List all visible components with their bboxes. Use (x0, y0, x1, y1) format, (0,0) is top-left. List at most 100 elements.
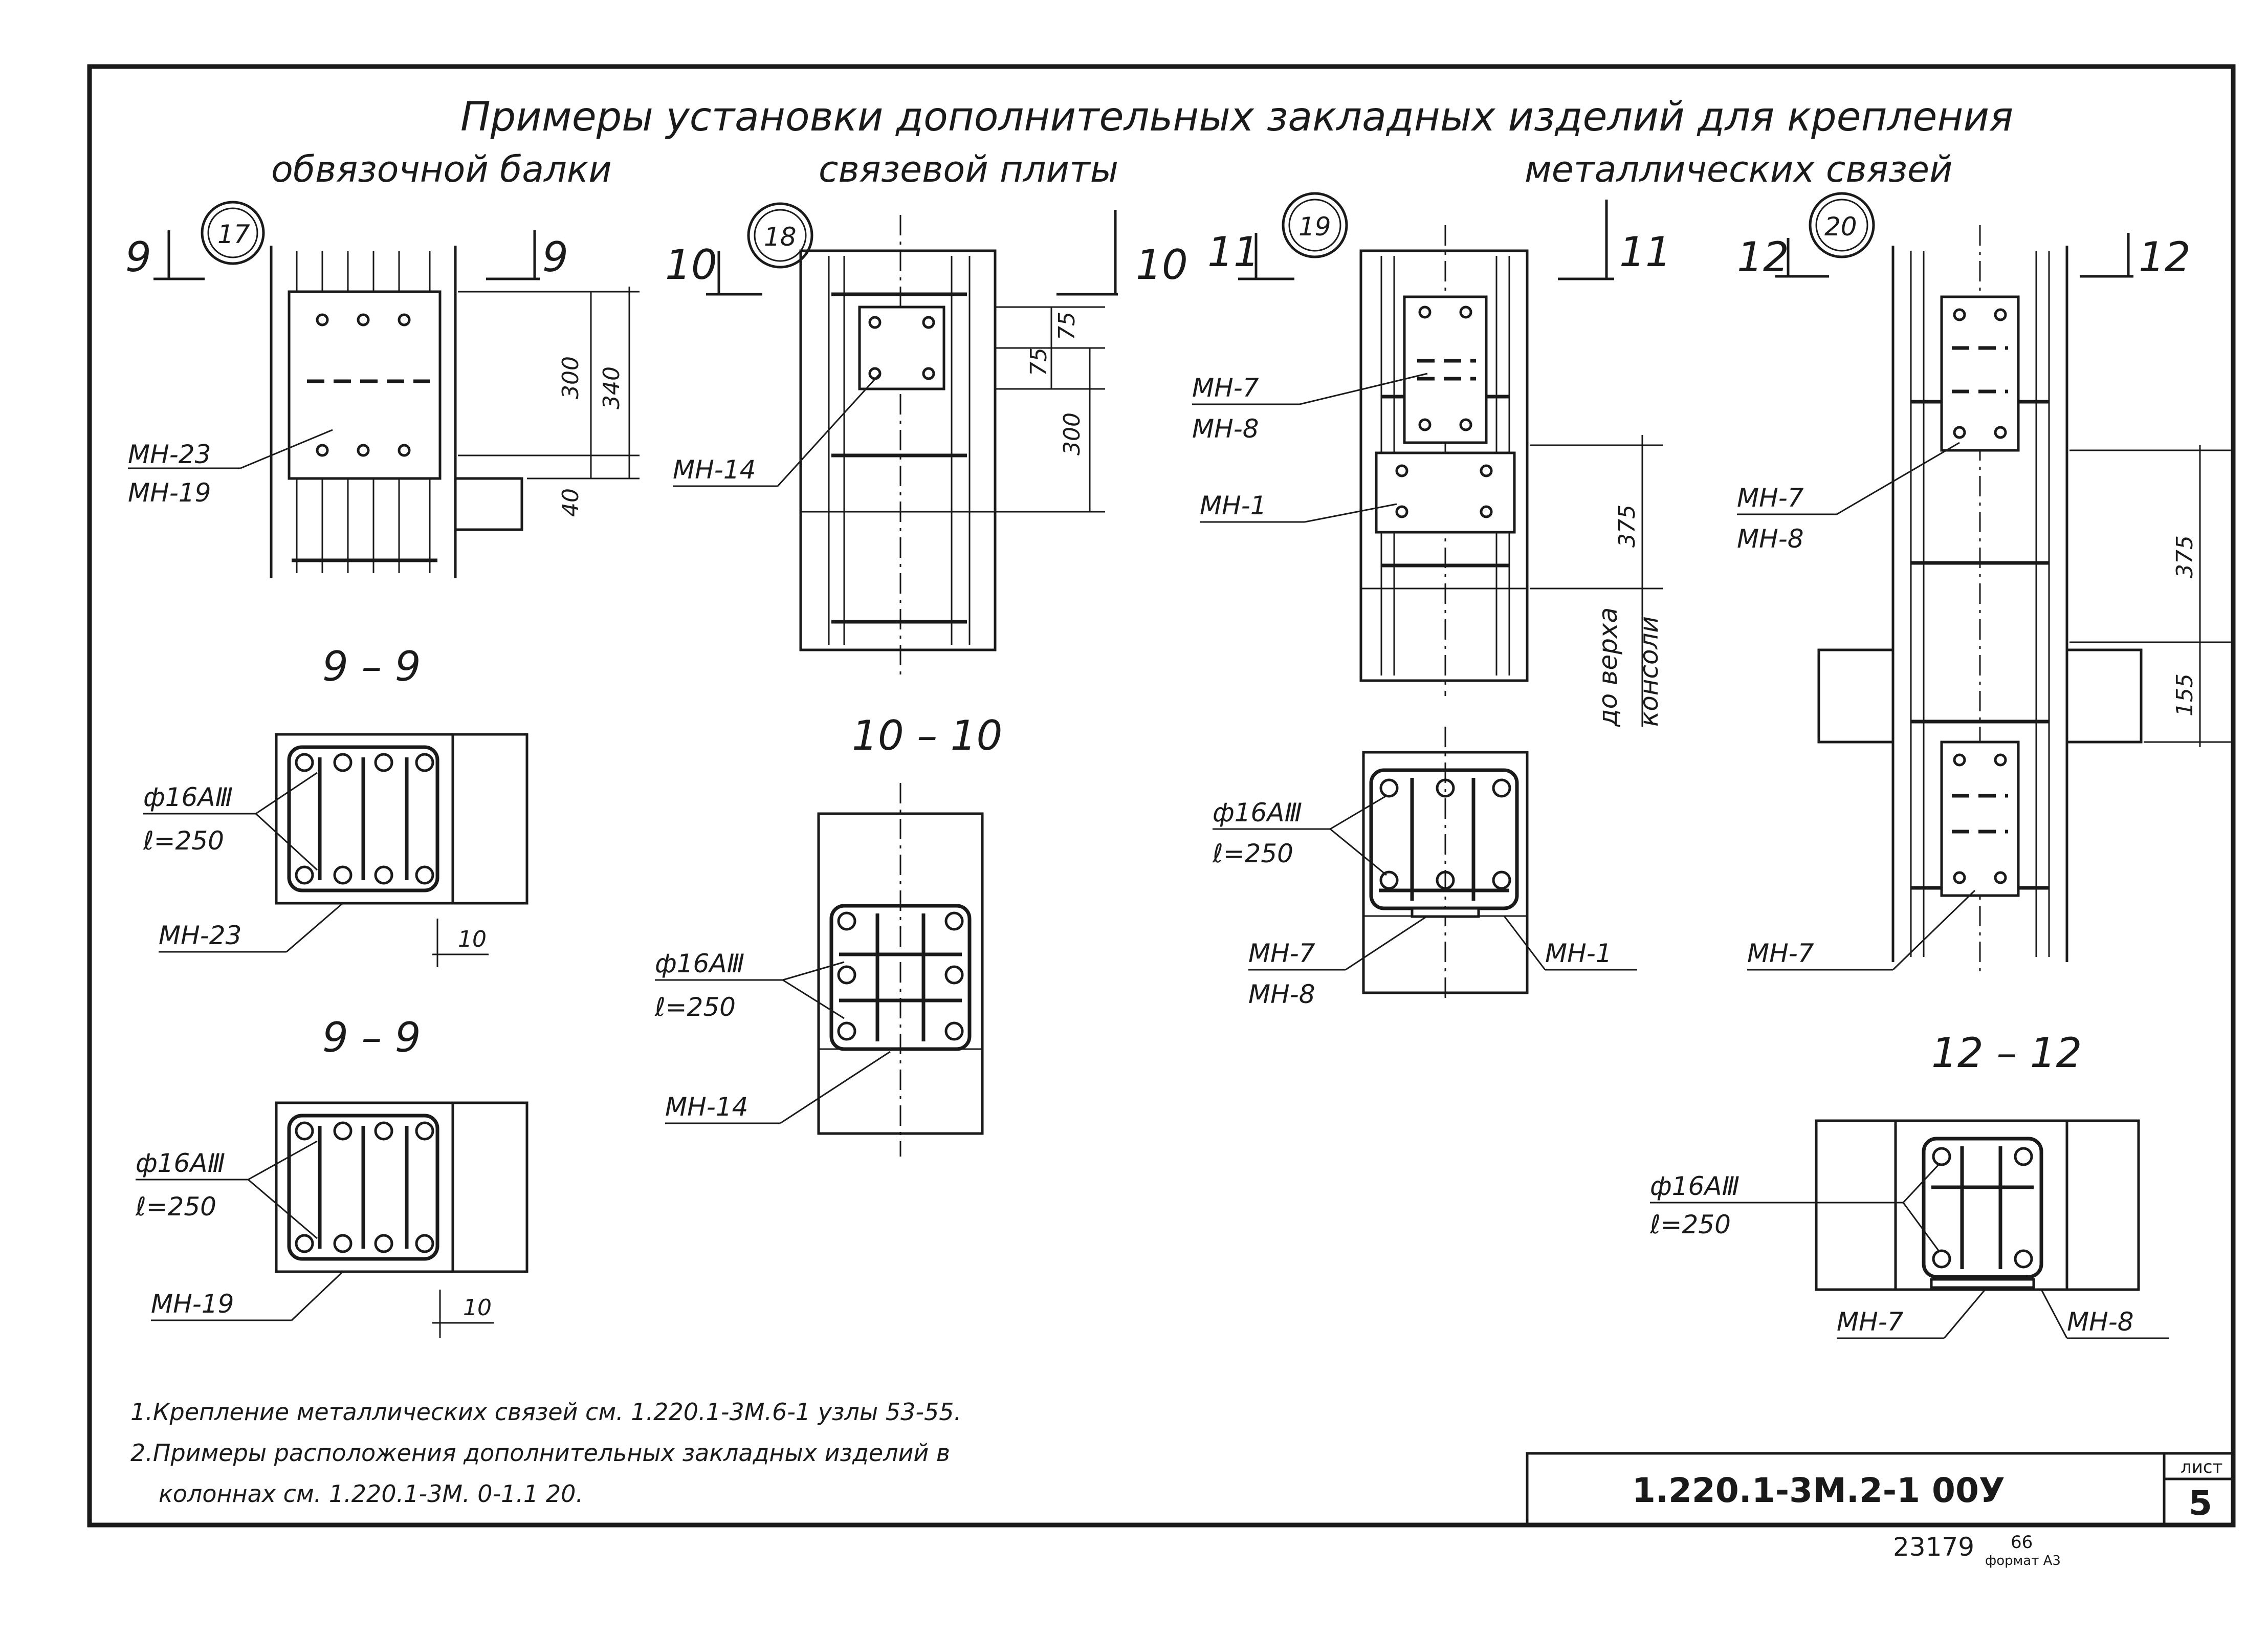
node-19-column (1359, 249, 1529, 682)
node-20-leader-c-diag (1892, 889, 1976, 971)
section-9a-rebar-2 (333, 753, 353, 772)
node-19-hole-5 (1395, 464, 1408, 477)
section-12-rebar-4 (2014, 1249, 2033, 1269)
section-9a-mark-leader-diag (286, 902, 343, 953)
section-12-leader-a-diag (1943, 1289, 1986, 1339)
section-10-rebar-label: ф16АⅢ (655, 949, 744, 978)
section-9a-label: 9 – 9 (322, 643, 421, 690)
section-12-outline (1815, 1119, 2140, 1291)
section-12-leader-2 (1902, 1202, 1940, 1252)
section-10-rebar-3 (837, 965, 856, 985)
section-9b-dim: 10 (463, 1295, 492, 1321)
node-19-dim-text-2: консоли (1634, 616, 1664, 727)
node-18-dim-300: 300 (1059, 412, 1085, 455)
section-10-rebar-6 (944, 1021, 964, 1041)
node-18-dim-75a: 75 (1026, 347, 1052, 376)
section-12-length: ℓ=250 (1649, 1210, 1731, 1239)
node-20: 20 12 12 (1737, 192, 2231, 972)
section-9b-length: ℓ=250 (135, 1192, 216, 1222)
node-17-number: 17 (217, 220, 250, 249)
node-20-cut-right: 12 (2139, 233, 2191, 281)
section-12-stirrup (1922, 1137, 2043, 1279)
node-20-hole-1 (1953, 308, 1966, 321)
section-11-mark-c: МН-1 (1545, 939, 1612, 968)
node-19-hole-7 (1395, 505, 1408, 518)
section-11-rebar-label: ф16АⅢ (1213, 798, 1302, 827)
inventory-sub: 66 (2011, 1532, 2033, 1553)
section-12-leader-b-diag (2040, 1289, 2068, 1339)
section-11-leader-2 (1330, 828, 1387, 876)
node-20-plate-top (1940, 295, 2020, 452)
section-11-leader-c-diag (1503, 916, 1546, 970)
section-12-rebar-2 (2014, 1147, 2033, 1166)
node-19-cut-right: 11 (1619, 228, 1671, 276)
section-9b-rebar-2 (333, 1121, 353, 1141)
section-9a-dim: 10 (458, 926, 487, 952)
section-11-rebar-1 (1379, 778, 1399, 798)
node-18-hole-1 (868, 316, 882, 329)
section-11-rebars (1379, 778, 1511, 890)
node-19-dim-375: 375 (1614, 505, 1640, 548)
document-code: 1.220.1-3М.2-1 00У (1632, 1471, 2005, 1510)
node-17-dim-300: 300 (558, 356, 584, 399)
subtitle-metal: металлических связей (1525, 148, 1953, 190)
node-20-leader-a-diag (1836, 442, 1960, 515)
node-19-hole-3 (1418, 418, 1432, 431)
section-10-rebar-4 (944, 965, 964, 985)
node-20-hole-6 (1994, 753, 2007, 767)
section-9a-rebar-6 (333, 865, 353, 885)
node-17-hole-3 (398, 313, 411, 326)
node-19-hole-8 (1480, 505, 1493, 518)
section-10-length: ℓ=250 (654, 992, 736, 1022)
node-17-hole-4 (316, 444, 329, 457)
paper-format: формат А3 (1985, 1553, 2061, 1568)
section-9b-rebars (295, 1121, 434, 1253)
node-19-cut-left: 11 (1207, 228, 1260, 276)
section-11-rebar-6 (1492, 870, 1511, 890)
section-11-rebar-3 (1492, 778, 1511, 798)
section-9b-rebar-7 (374, 1234, 393, 1253)
node-17-leader-diag (240, 429, 333, 469)
title-block-frame (1526, 1452, 2235, 1527)
node-18-hole-4 (922, 367, 935, 380)
node-18-dim-75b: 75 (1054, 312, 1080, 340)
subtitle-plate: связевой плиты (819, 148, 1118, 190)
section-12-rebar-3 (1932, 1249, 1951, 1269)
section-9a-leader-1 (255, 772, 318, 815)
sheet-number: 5 (2189, 1484, 2212, 1523)
section-9b-rebar-label: ф16АⅢ (136, 1148, 225, 1178)
node-19-plate-bottom (1375, 451, 1516, 534)
section-12-rebar-label: ф16АⅢ (1650, 1171, 1739, 1201)
node-18-hole-3 (868, 367, 882, 380)
section-10-rebars (837, 911, 964, 1041)
node-18-mark: МН-14 (673, 455, 756, 485)
node-18-marker-inner (754, 209, 807, 262)
node-18-cut-right: 10 (1136, 241, 1188, 289)
note-2: 2.Примеры расположения дополнительных за… (130, 1439, 950, 1467)
section-9a-rebar-1 (295, 753, 314, 772)
node-19-mark-c: МН-1 (1200, 491, 1267, 520)
section-9a-leader-2 (255, 813, 318, 871)
node-20-marker-inner (1815, 199, 1868, 252)
node-20-dim-375: 375 (2172, 535, 2198, 578)
section-9b-outline (275, 1101, 529, 1273)
node-20-hole-7 (1953, 871, 1966, 884)
section-10: 10 – 10 ф16АⅢ ℓ=250 МН-14 (654, 712, 1002, 1157)
subtitle-beam: обвязочной балки (271, 148, 612, 190)
section-11-rebar-5 (1436, 870, 1455, 890)
sheet-label: лист (2181, 1457, 2222, 1477)
node-20-cut-left: 12 (1737, 233, 1789, 281)
node-18-cut-left: 10 (665, 241, 717, 289)
node-17-marker-inner (207, 207, 258, 258)
section-12-mark-a: МН-7 (1837, 1307, 1904, 1337)
node-17-hole-5 (357, 444, 370, 457)
node-17-console (455, 477, 523, 531)
note-1: 1.Крепление металлических связей см. 1.2… (130, 1398, 961, 1426)
node-19-leader-c-diag (1304, 503, 1397, 523)
node-20-hole-8 (1994, 871, 2007, 884)
section-9a-rebar-4 (415, 753, 434, 772)
title-block: 1.220.1-3М.2-1 00У лист 5 (1526, 1452, 2235, 1527)
node-17-cut-right: 9 (542, 233, 568, 281)
node-19-plate-top (1403, 295, 1488, 444)
